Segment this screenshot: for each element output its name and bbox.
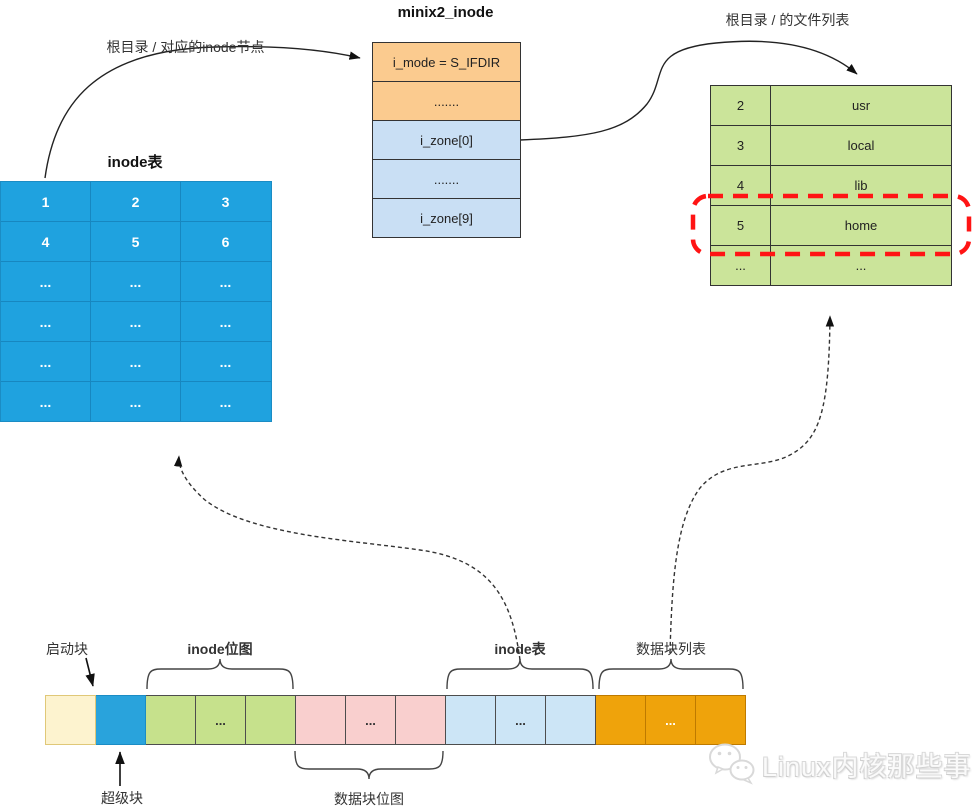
inode-table-row: 4 5 6 [1,222,271,262]
inode-cell: ... [219,313,232,330]
file-row-home: 5 home [711,206,951,246]
brace-inode-bitmap [146,658,294,690]
inode-cell: ... [219,353,232,370]
inode-cell: 5 [91,222,181,261]
inode-cell: ... [219,393,232,410]
struct-row-izone9: i_zone[9] [373,199,520,237]
inode-table-row: ... ... ... [1,262,271,302]
inode-table-row: 1 2 3 [1,182,271,222]
file-row-local: 3 local [711,126,951,166]
watermark: Linux内核那些事 [708,740,972,788]
file-inode-num: 4 [711,166,771,205]
disk-cell-inode-table: ... [496,695,546,745]
brace-data-bitmap [294,750,444,780]
inode-cell: ... [91,302,181,341]
file-inode-num: 5 [711,206,771,245]
inode-table: 1 2 3 4 5 6 ... ... ... ... ... ... ... … [0,181,272,422]
disk-cell-data-bitmap: ... [346,695,396,745]
file-name: usr [851,98,871,113]
disk-cell-data-blocks [696,695,746,745]
boot-block-arrow [85,657,95,687]
inode-table-row: ... ... ... [1,382,271,421]
disk-cell-inode-bitmap [246,695,296,745]
inode-cell: ... [1,302,91,341]
struct-row-dots1: ....... [373,82,520,121]
disk-cell-data-blocks [596,695,646,745]
inode-cell: ... [91,342,181,381]
file-inode-num: ... [711,246,771,285]
disk-cell-inode-bitmap [146,695,196,745]
minix2-inode-table: i_mode = S_IFDIR ....... i_zone[0] .....… [372,42,521,238]
inode-cell: ... [1,382,91,421]
struct-row-izone0: i_zone[0] [373,121,520,160]
file-name: ... [855,258,867,273]
dashed-curve-disk-to-filelist [669,315,835,654]
root-inode-arrow-label: 根目录 / 对应的inode节点 [106,39,265,55]
disk-inode-table-label: inode表 [494,641,546,657]
wechat-logo-icon [709,743,755,785]
inode-table-title: inode表 [107,154,163,171]
brace-inode-table [446,658,594,690]
inode-cell: ... [1,262,91,301]
minix2-inode-title: minix2_inode [397,4,494,21]
watermark-text: Linux内核那些事 [762,751,972,782]
file-inode-num: 2 [711,86,771,125]
disk-cell-inode-table [446,695,496,745]
disk-cell-data-blocks: ... [646,695,696,745]
data-bitmap-label: 数据块位图 [334,791,404,806]
inode-cell: 2 [91,182,181,221]
dashed-curve-disk-to-inodetable [173,455,521,661]
inode-cell: ... [91,382,181,421]
file-name: lib [854,178,868,193]
disk-layout-bar: ... ... ... ... [45,695,746,745]
file-list-table: 2 usr 3 local 4 lib 5 home ... ... [710,85,952,286]
struct-row-dots2: ....... [373,160,520,199]
file-list-label: 根目录 / 的文件列表 [725,12,850,28]
file-inode-num: 3 [711,126,771,165]
brace-data-blocks [598,658,744,690]
file-name: home [844,218,878,233]
inode-table-row: ... ... ... [1,342,271,382]
struct-row-imode: i_mode = S_IFDIR [373,43,520,82]
inode-cell: ... [219,273,232,290]
super-block-label: 超级块 [101,790,143,806]
inode-cell: 6 [221,233,230,250]
data-blocks-label: 数据块列表 [636,641,706,657]
disk-cell-data-bitmap [296,695,346,745]
inode-cell: ... [1,342,91,381]
inode-table-row: ... ... ... [1,302,271,342]
disk-cell-inode-table [546,695,596,745]
disk-cell-boot [45,695,96,745]
disk-cell-data-bitmap [396,695,446,745]
file-row-dots: ... ... [711,246,951,285]
boot-block-label: 启动块 [46,641,88,657]
inode-cell: 4 [1,222,91,261]
inode-cell: ... [91,262,181,301]
inode-bitmap-label: inode位图 [187,641,253,657]
file-row-usr: 2 usr [711,86,951,126]
inode-cell: 3 [221,193,230,210]
inode-cell: 1 [1,182,91,221]
file-name: local [847,138,875,153]
file-row-lib: 4 lib [711,166,951,206]
disk-cell-inode-bitmap: ... [196,695,246,745]
disk-cell-super [96,695,146,745]
